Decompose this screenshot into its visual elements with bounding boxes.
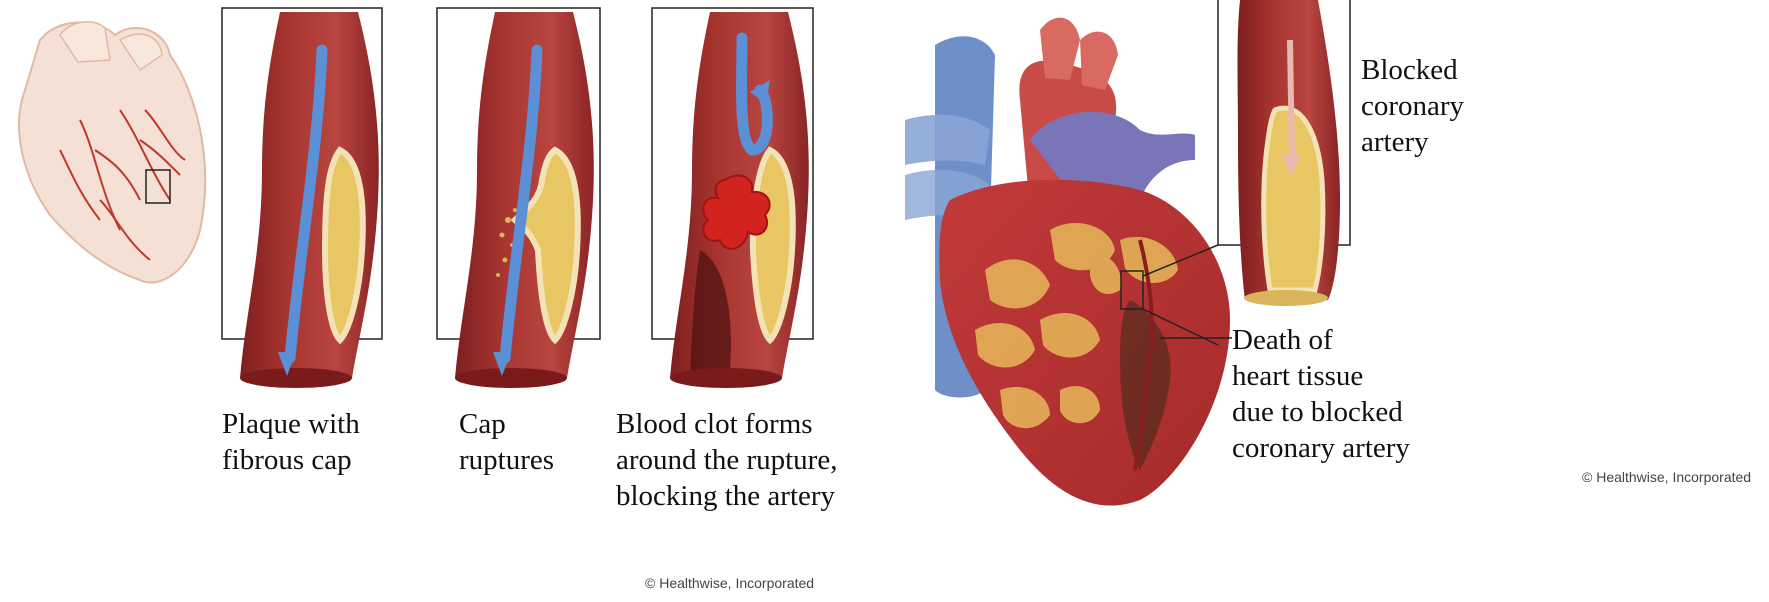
panel-2-caption: Cap ruptures — [459, 406, 554, 478]
large-heart — [905, 18, 1232, 506]
blocked-artery-label-line-2: coronary — [1361, 88, 1464, 124]
death-of-tissue-label: Death of heart tissue due to blocked cor… — [1232, 322, 1410, 466]
panel-2-caption-line-2: ruptures — [459, 442, 554, 478]
panel-3-artwork — [652, 8, 813, 388]
panel-1-caption-line-2: fibrous cap — [222, 442, 360, 478]
death-label-line-4: coronary artery — [1232, 430, 1410, 466]
blocked-artery-label: Blocked coronary artery — [1361, 52, 1464, 160]
blocked-artery-zoom — [1218, 0, 1350, 306]
panel-3-caption-line-3: blocking the artery — [616, 478, 837, 514]
panel-3-caption-line-1: Blood clot forms — [616, 406, 837, 442]
death-label-line-1: Death of — [1232, 322, 1410, 358]
panel-1-artery-end — [240, 368, 352, 388]
death-label-line-2: heart tissue — [1232, 358, 1410, 394]
credit-left: © Healthwise, Incorporated — [645, 575, 814, 591]
death-label-line-3: due to blocked — [1232, 394, 1410, 430]
credit-right: © Healthwise, Incorporated — [1582, 469, 1751, 485]
sketch-heart — [19, 22, 205, 283]
panel-2-artery-end — [455, 368, 567, 388]
panel-3-caption: Blood clot forms around the rupture, blo… — [616, 406, 837, 514]
panel-1-caption-line-1: Plaque with — [222, 406, 360, 442]
panel-3-artery-end — [670, 368, 782, 388]
panel-2-caption-line-1: Cap — [459, 406, 554, 442]
blocked-artery-label-line-1: Blocked — [1361, 52, 1464, 88]
panel-2-artwork — [437, 8, 600, 388]
panel-1-artwork — [222, 8, 382, 388]
panel-3-caption-line-2: around the rupture, — [616, 442, 837, 478]
panel-1-caption: Plaque with fibrous cap — [222, 406, 360, 478]
blocked-artery-label-line-3: artery — [1361, 124, 1464, 160]
